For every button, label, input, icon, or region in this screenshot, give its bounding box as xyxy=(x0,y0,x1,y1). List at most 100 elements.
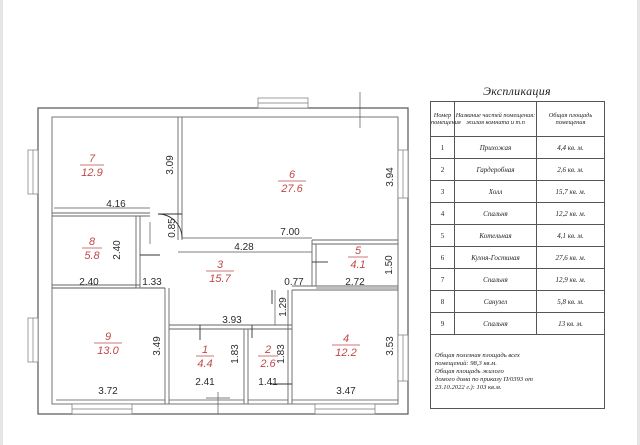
table-row: 4 Спальня 12,2 кв. м. xyxy=(430,202,605,225)
inner-wall-line xyxy=(51,116,399,405)
dim-3-93: 3.93 xyxy=(222,315,242,326)
room-1-number: 1 xyxy=(202,344,208,356)
room-9-number: 9 xyxy=(105,331,111,343)
dim-0-85: 0.85 xyxy=(167,218,178,238)
row-name: Кухня-Гостиная xyxy=(454,246,537,269)
row-name: Котельная xyxy=(454,224,537,247)
dim-4-16: 4.16 xyxy=(106,199,126,210)
room-1-area: 4.4 xyxy=(197,358,212,370)
dim-3-53: 3.53 xyxy=(385,336,396,356)
dim-2-41: 2.41 xyxy=(195,377,215,388)
dim-1-83-left: 1.83 xyxy=(230,344,241,364)
note-line: Общая полезная площадь всех xyxy=(435,351,520,359)
room-3-number: 3 xyxy=(217,259,224,271)
table-row: 7 Спальня 12,9 кв. м. xyxy=(430,268,605,291)
dim-7-00: 7.00 xyxy=(280,227,300,238)
room-3-area: 15.7 xyxy=(209,273,231,285)
row-number: 9 xyxy=(430,312,455,335)
room-8-number: 8 xyxy=(89,236,96,248)
dim-1-41: 1.41 xyxy=(258,377,278,388)
row-number: 8 xyxy=(430,290,455,313)
dim-3-09: 3.09 xyxy=(165,155,176,175)
room-4-area: 12.2 xyxy=(335,347,356,359)
dim-3-47: 3.47 xyxy=(336,386,356,397)
note-line: домого дома по приказу П/0393 от xyxy=(435,375,533,383)
row-name: Спальня xyxy=(454,312,537,335)
row-name: Спальня xyxy=(454,202,537,225)
row-area: 12,9 кв. м. xyxy=(536,268,605,291)
row-name: Гардеробная xyxy=(454,158,537,181)
dim-1-50: 1.50 xyxy=(384,255,395,275)
row-area: 12,2 кв. м. xyxy=(536,202,605,225)
row-number: 4 xyxy=(430,202,455,225)
row-number: 6 xyxy=(430,246,455,269)
row-name: Прихожая xyxy=(454,136,537,159)
row-area: 5,8 кв. м. xyxy=(536,290,605,313)
row-area: 4,1 кв. м. xyxy=(536,224,605,247)
dim-3-49: 3.49 xyxy=(152,336,163,356)
header-room-name: Название частей помещения: жилая комната… xyxy=(454,101,537,137)
dim-2-40-vertical: 2.40 xyxy=(112,240,123,260)
dim-4-28: 4.28 xyxy=(234,242,254,253)
table-row: 2 Гардеробная 2,6 кв. м. xyxy=(430,158,605,181)
sheet-left-edge xyxy=(0,0,3,445)
explication-header-row: Номер помещения Название частей помещени… xyxy=(430,101,605,137)
row-number: 7 xyxy=(430,268,455,291)
note-line: помещений: 98,3 кв.м. xyxy=(435,359,497,367)
row-area: 4,4 кв. м. xyxy=(536,136,605,159)
row-name: Холл xyxy=(454,180,537,203)
header-room-number: Номер помещения xyxy=(430,101,461,137)
table-row: 9 Спальня 13 кв. м. xyxy=(430,312,605,335)
room-5-number: 5 xyxy=(355,245,362,257)
table-row: 5 Котельная 4,1 кв. м. xyxy=(430,224,605,247)
note-line: Общая площадь жилого xyxy=(435,367,504,375)
room-2-area: 2.6 xyxy=(259,358,276,370)
dim-1-29: 1.29 xyxy=(278,297,289,317)
table-row: 8 Санузел 5,8 кв. м. xyxy=(430,290,605,313)
row-area: 13 кв. м. xyxy=(536,312,605,335)
room-7-number: 7 xyxy=(89,153,96,165)
row-number: 3 xyxy=(430,180,455,203)
room-6-area: 27.6 xyxy=(280,183,303,195)
row-number: 5 xyxy=(430,224,455,247)
note-line: 23.10.2022 г.): 103 кв.м. xyxy=(435,383,502,391)
dim-1-83-right: 1.83 xyxy=(276,344,287,364)
sheet-right-edge xyxy=(637,0,640,445)
row-number: 2 xyxy=(430,158,455,181)
dimension-labels: 3.09 4.16 3.94 0.85 7.00 4.28 2.40 2.40 … xyxy=(79,155,396,397)
room-labels: 7 12.9 6 27.6 8 5.8 5 4.1 3 15.7 9 13.0 … xyxy=(80,153,368,370)
explication-table: Номер помещения Название частей помещени… xyxy=(430,101,605,409)
row-area: 15,7 кв. м. xyxy=(536,180,605,203)
windows xyxy=(27,92,409,415)
dim-1-33: 1.33 xyxy=(142,277,162,288)
row-area: 2,6 кв. м. xyxy=(536,158,605,181)
dim-2-40-horizontal: 2.40 xyxy=(79,277,99,288)
dim-2-72: 2.72 xyxy=(345,277,365,288)
explication-note: Общая полезная площадь всех помещений: 9… xyxy=(430,334,605,409)
table-row: 1 Прихожая 4,4 кв. м. xyxy=(430,136,605,159)
room-2-number: 2 xyxy=(264,344,271,356)
table-row: 3 Холл 15,7 кв. м. xyxy=(430,180,605,203)
partitions xyxy=(52,117,398,404)
dimension-ticks xyxy=(52,207,398,401)
dim-3-72: 3.72 xyxy=(98,386,118,397)
room-8-area: 5.8 xyxy=(84,250,100,262)
room-9-area: 13.0 xyxy=(97,345,119,357)
doors xyxy=(140,213,328,414)
row-number: 1 xyxy=(430,136,455,159)
row-area: 27,6 кв. м. xyxy=(536,246,605,269)
header-room-area: Общая площадь помещения xyxy=(536,101,605,137)
table-row: 6 Кухня-Гостиная 27,6 кв. м. xyxy=(430,246,605,269)
explication-title: Экспликация xyxy=(483,84,551,98)
room-6-number: 6 xyxy=(289,169,296,181)
room-7-area: 12.9 xyxy=(81,167,102,179)
dim-0-77: 0.77 xyxy=(284,277,304,288)
outer-wall xyxy=(37,107,409,415)
room-5-area: 4.1 xyxy=(350,259,365,271)
row-name: Санузел xyxy=(454,290,537,313)
explication-note-row: Общая полезная площадь всех помещений: 9… xyxy=(430,334,605,409)
dim-3-94: 3.94 xyxy=(385,167,396,187)
row-name: Спальня xyxy=(454,268,537,291)
room-4-number: 4 xyxy=(343,333,349,345)
